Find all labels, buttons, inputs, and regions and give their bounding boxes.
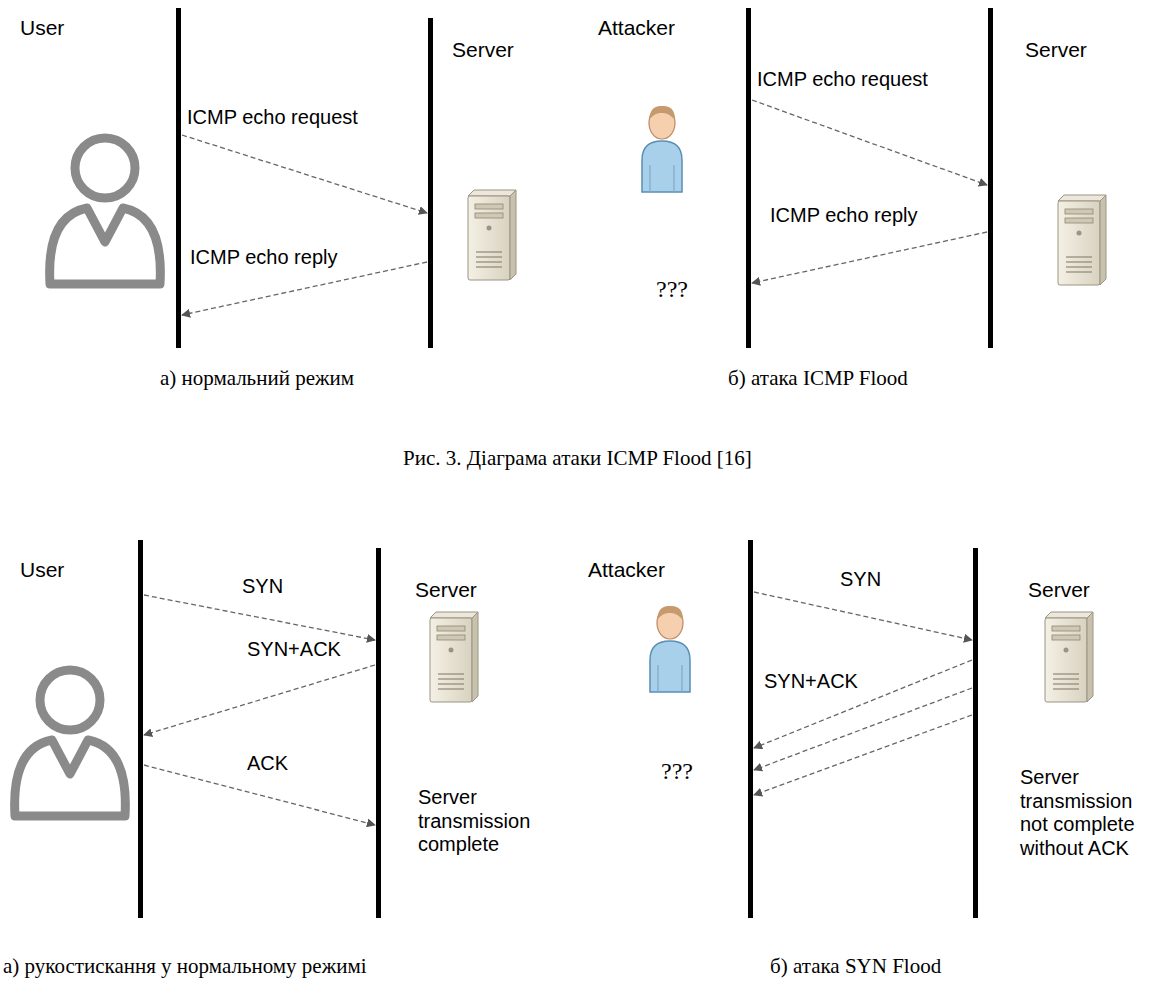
message-arrow — [182, 135, 427, 213]
server-icon — [430, 612, 478, 702]
lifeline: Server — [376, 548, 381, 918]
server-note: Server transmission not complete without… — [1020, 766, 1152, 860]
unknown-marker: ??? — [661, 758, 693, 785]
message-arrow — [754, 660, 972, 748]
server-note: Server transmission complete — [418, 786, 550, 857]
participant-name: User — [20, 558, 64, 582]
message-arrow — [752, 232, 987, 283]
lifeline: Attacker — [748, 540, 753, 918]
message-arrow — [182, 262, 427, 315]
message-arrow — [754, 688, 972, 770]
message-label: ICMP echo reply — [188, 246, 339, 269]
participant-name: Server — [415, 578, 477, 602]
message-label: SYN+ACK — [245, 638, 343, 661]
message-label: SYN — [240, 575, 285, 598]
participant-name: Attacker — [588, 558, 665, 582]
message-arrow — [144, 595, 375, 640]
message-arrow — [754, 715, 972, 795]
subfigure-caption: а) нормальний режим — [160, 366, 354, 391]
message-arrow — [752, 100, 987, 185]
server-icon — [1058, 195, 1106, 285]
message-arrow — [144, 665, 375, 735]
attacker-icon — [642, 106, 682, 192]
participant-name: Server — [1025, 38, 1087, 62]
subfigure-caption: а) рукостискання у нормальному режимі — [3, 954, 367, 979]
message-label: ICMP echo request — [185, 106, 360, 129]
lifeline: User — [176, 8, 181, 348]
participant-name: User — [20, 16, 64, 40]
message-label: SYN+ACK — [762, 670, 860, 693]
subfigure-caption: б) атака ICMP Flood — [728, 366, 908, 391]
subfigure-caption: б) атака SYN Flood — [770, 954, 941, 979]
lifeline: Server — [988, 8, 993, 348]
lifeline: Attacker — [746, 8, 751, 348]
user-icon — [50, 138, 161, 284]
lifeline: User — [138, 540, 143, 918]
attacker-icon — [650, 606, 690, 692]
message-arrow — [754, 592, 972, 640]
lifeline: Server — [428, 18, 433, 348]
message-label: SYN — [838, 568, 883, 591]
server-icon — [468, 190, 516, 280]
participant-name: Server — [1028, 578, 1090, 602]
user-icon — [15, 670, 126, 816]
unknown-marker: ??? — [656, 276, 688, 303]
lifeline: Server — [973, 548, 978, 918]
figure-caption: Рис. 3. Діаграма атаки ICMP Flood [16] — [403, 446, 752, 471]
participant-name: Server — [452, 38, 514, 62]
server-icon — [1045, 612, 1093, 702]
message-label: ICMP echo request — [755, 68, 930, 91]
message-label: ICMP echo reply — [768, 204, 919, 227]
participant-name: Attacker — [598, 16, 675, 40]
message-label: ACK — [245, 752, 290, 775]
